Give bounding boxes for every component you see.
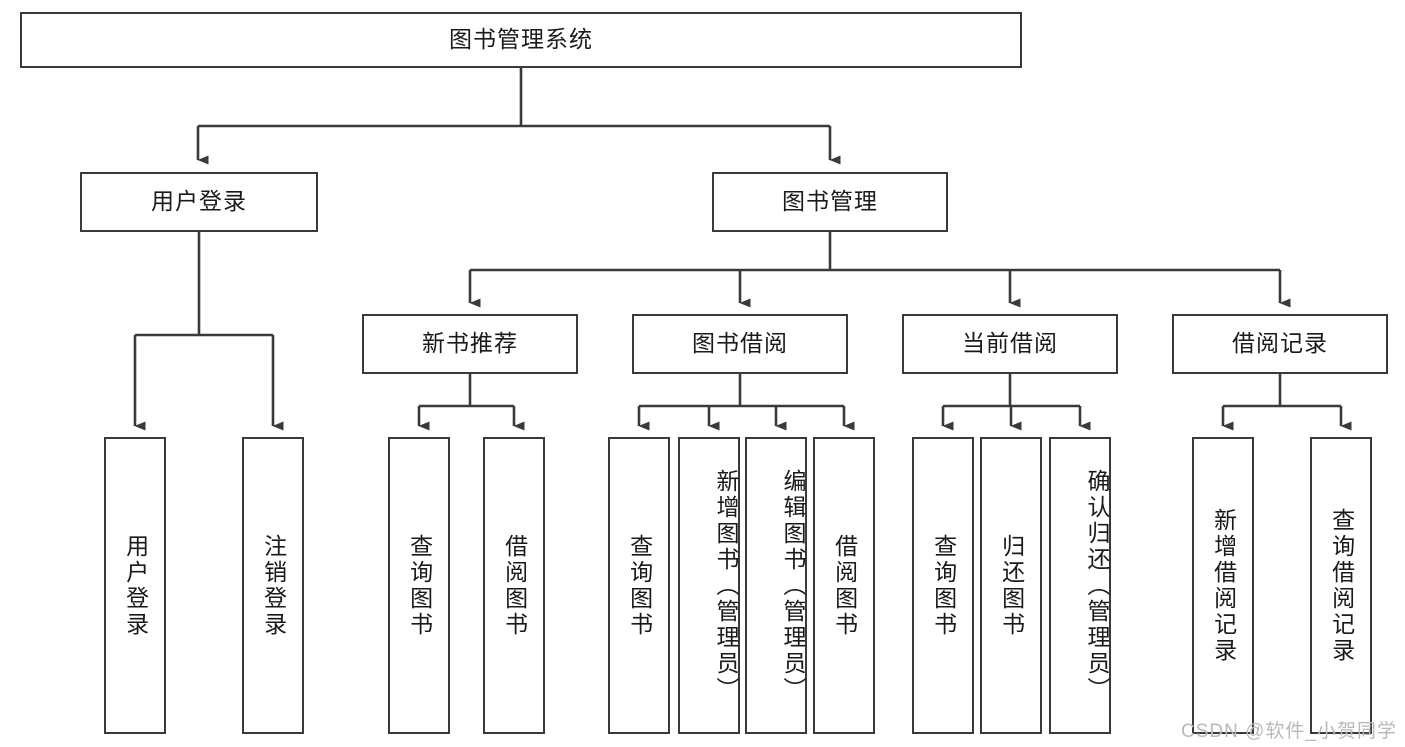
node-label: 注销登录: [260, 533, 287, 638]
node-label: 借阅记录: [1232, 330, 1328, 357]
node-label: 图书借阅: [692, 330, 788, 357]
node-book-manage[interactable]: 图书管理: [712, 172, 948, 232]
edges-bookmanage-to-level3: [468, 232, 1291, 308]
node-label: 新增图书（管理员）: [713, 468, 739, 703]
node-current-borrow[interactable]: 当前借阅: [902, 314, 1118, 374]
node-label: 新书推荐: [422, 330, 518, 357]
node-leaf-query-book-1[interactable]: 查询图书: [388, 437, 450, 734]
csdn-watermark: CSDN @软件_小贺同学: [1181, 721, 1397, 742]
node-label: 编辑图书（管理员）: [780, 468, 806, 703]
node-label: 图书管理: [782, 188, 878, 215]
node-label: 当前借阅: [962, 330, 1058, 357]
node-label: 查询图书: [626, 533, 653, 638]
edges-borrowrecord-to-leaves: [1221, 374, 1352, 431]
node-label: 确认归还（管理员）: [1084, 468, 1110, 703]
node-leaf-return-book[interactable]: 归还图书: [980, 437, 1042, 734]
edges-bookborrow-to-leaves: [637, 374, 855, 431]
node-label: 用户登录: [151, 188, 247, 215]
node-borrow-record[interactable]: 借阅记录: [1172, 314, 1388, 374]
node-book-borrow[interactable]: 图书借阅: [632, 314, 848, 374]
node-leaf-query-book-3[interactable]: 查询图书: [912, 437, 974, 734]
node-leaf-borrow-book-2[interactable]: 借阅图书: [813, 437, 875, 734]
node-label: 查询图书: [406, 533, 433, 638]
edges-currentborrow-to-leaves: [941, 374, 1091, 431]
node-label: 借阅图书: [501, 533, 528, 638]
node-label: 用户登录: [122, 533, 149, 638]
node-leaf-user-login[interactable]: 用户登录: [104, 437, 166, 734]
edges-userlogin-to-leaves: [133, 232, 284, 431]
node-label: 图书管理系统: [449, 26, 593, 53]
node-leaf-add-book[interactable]: 新增图书（管理员）: [678, 437, 740, 734]
node-leaf-borrow-book-1[interactable]: 借阅图书: [483, 437, 545, 734]
node-label: 借阅图书: [831, 533, 858, 638]
node-new-book-recommend[interactable]: 新书推荐: [362, 314, 578, 374]
node-label: 查询图书: [930, 533, 957, 638]
edges-root-to-level2: [196, 68, 841, 165]
node-root-system[interactable]: 图书管理系统: [20, 12, 1022, 68]
node-leaf-edit-book[interactable]: 编辑图书（管理员）: [745, 437, 807, 734]
node-leaf-add-borrow-record[interactable]: 新增借阅记录: [1192, 437, 1254, 734]
node-leaf-logout-login[interactable]: 注销登录: [242, 437, 304, 734]
node-leaf-query-borrow-record[interactable]: 查询借阅记录: [1310, 437, 1372, 734]
node-label: 查询借阅记录: [1328, 507, 1355, 664]
node-leaf-confirm-return[interactable]: 确认归还（管理员）: [1049, 437, 1111, 734]
node-label: 新增借阅记录: [1210, 507, 1237, 664]
node-user-login[interactable]: 用户登录: [80, 172, 318, 232]
node-leaf-query-book-2[interactable]: 查询图书: [608, 437, 670, 734]
edges-newbook-to-leaves: [417, 374, 525, 431]
node-label: 归还图书: [998, 533, 1025, 638]
